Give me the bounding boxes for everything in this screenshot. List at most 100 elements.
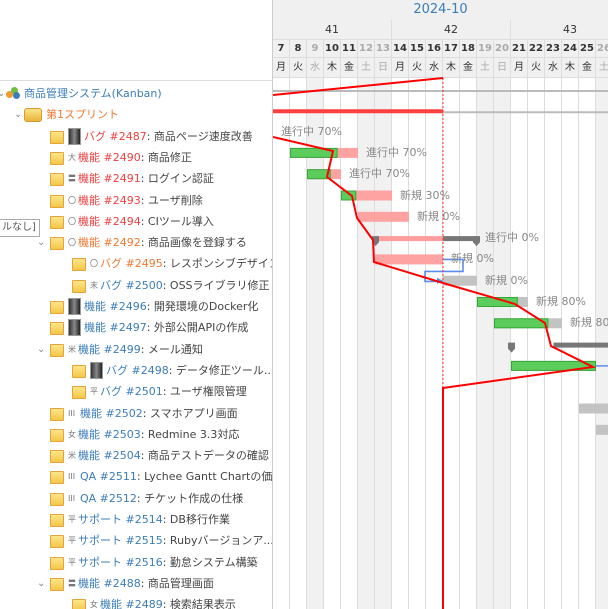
issue-link[interactable]: サポート #2516 <box>78 555 163 569</box>
issue-subject: : 外部公開APIの作成 <box>146 321 249 335</box>
issue-link[interactable]: バグ #2487 <box>84 129 147 143</box>
issue-title[interactable]: バグ #2498: データ修正ツール... <box>106 360 272 381</box>
issue-link[interactable]: サポート #2515 <box>78 534 163 548</box>
task-bar <box>579 403 608 414</box>
day-number: 26 <box>596 40 608 58</box>
issue-title[interactable]: バグ #2501: ユーザ権限管理 <box>100 381 247 402</box>
status-label: 新規 80% <box>536 295 586 308</box>
issue-row[interactable]: バグ #2487: 商品ページ速度改善 <box>0 126 272 147</box>
issue-link[interactable]: サポート #2514 <box>78 513 163 526</box>
issue-title[interactable]: 機能 #2492: 商品画像を登録する <box>78 232 247 253</box>
issue-title[interactable]: 機能 #2489: 検索結果表示 <box>100 594 236 609</box>
issue-title[interactable]: 機能 #2488: 商品管理画面 <box>78 573 214 594</box>
issue-row[interactable]: 大機能 #2490: 商品修正 <box>0 147 272 168</box>
issue-title[interactable]: 機能 #2497: 外部公開APIの作成 <box>84 317 248 338</box>
issue-title[interactable]: サポート #2514: DB移行作業 <box>78 509 230 530</box>
version-row[interactable]: ⌄ 第1スプリント <box>0 104 272 125</box>
collapse-chevron[interactable]: ⌄ <box>37 237 46 249</box>
issue-subject: : 商品管理画面 <box>140 576 214 590</box>
issue-title[interactable]: 機能 #2503: Redmine 3.3対応 <box>78 424 239 445</box>
issue-title[interactable]: QA #2512: チケット作成の仕様 <box>80 488 243 509</box>
assignee-avatar <box>68 319 81 337</box>
issue-row[interactable]: バグ #2498: データ修正ツール... <box>0 360 272 381</box>
issue-icon <box>50 194 64 208</box>
collapse-chevron[interactable]: ⌄ <box>14 109 23 121</box>
day-number: 7 <box>273 40 290 58</box>
priority-icon: 女 <box>90 600 98 609</box>
issue-title[interactable]: 機能 #2490: 商品修正 <box>78 147 192 168</box>
issue-link[interactable]: 機能 #2493 <box>78 193 141 207</box>
day-of-week: 月 <box>392 58 409 78</box>
dependency-arrow <box>424 258 464 283</box>
issue-link[interactable]: 機能 #2503 <box>78 427 141 441</box>
issue-link[interactable]: QA #2511 <box>80 470 137 484</box>
issue-row[interactable]: 機能 #2496: 開発環境のDocker化 <box>0 296 272 317</box>
issue-link[interactable]: 機能 #2494 <box>78 214 141 228</box>
issue-title[interactable]: サポート #2515: Rubyバージョンア... <box>78 530 272 551</box>
issue-title[interactable]: バグ #2495: レスポンシブデザイン <box>100 253 272 274</box>
issue-title[interactable]: QA #2511: Lychee Gantt Chartの価格 <box>80 466 272 487</box>
task-bar-done <box>307 169 331 180</box>
version-name[interactable]: 第1スプリント <box>46 108 119 122</box>
issue-row[interactable]: ⌄〇機能 #2492: 商品画像を登録する <box>0 232 272 253</box>
issue-row[interactable]: 〓機能 #2491: ログイン認証 <box>0 168 272 189</box>
issue-link[interactable]: バグ #2500 <box>100 278 163 292</box>
collapse-chevron[interactable]: ⌄ <box>37 343 46 355</box>
issue-link[interactable]: 機能 #2504 <box>78 449 141 463</box>
issue-row[interactable]: 末バグ #2500: OSSライブラリ修正 <box>0 275 272 296</box>
issue-row[interactable]: 〇バグ #2495: レスポンシブデザイン <box>0 253 272 274</box>
issue-link[interactable]: 機能 #2497 <box>84 321 147 335</box>
issue-row[interactable]: ⌄米機能 #2499: メール通知 <box>0 339 272 360</box>
issue-title[interactable]: 機能 #2494: CIツール導入 <box>78 211 214 232</box>
issue-subject: : メール通知 <box>140 342 203 356</box>
issue-link[interactable]: バグ #2498 <box>106 363 169 377</box>
issue-link[interactable]: バグ #2495 <box>100 257 163 271</box>
issue-title[interactable]: 機能 #2493: ユーザ削除 <box>78 190 203 211</box>
issue-title[interactable]: 機能 #2496: 開発環境のDocker化 <box>84 296 258 317</box>
issue-row[interactable]: 平サポート #2516: 勤怠システム構築 <box>0 552 272 573</box>
day-of-week: 土 <box>358 58 375 78</box>
issue-title[interactable]: バグ #2500: OSSライブラリ修正 <box>100 275 270 296</box>
issue-row[interactable]: 女機能 #2489: 検索結果表示 <box>0 594 272 609</box>
status-label: 新規 0% <box>451 252 494 266</box>
issue-link[interactable]: 機能 #2488 <box>78 576 141 590</box>
issue-title[interactable]: バグ #2487: 商品ページ速度改善 <box>84 126 253 147</box>
issue-row[interactable]: 機能 #2497: 外部公開APIの作成 <box>0 317 272 338</box>
issue-row[interactable]: 〇機能 #2493: ユーザ削除 <box>0 190 272 211</box>
issue-link[interactable]: バグ #2501 <box>100 385 163 399</box>
issue-title[interactable]: 機能 #2499: メール通知 <box>78 339 203 360</box>
priority-icon: 〓 <box>68 174 76 184</box>
issue-title[interactable]: 機能 #2502: スマホアプリ画面 <box>80 403 238 424</box>
issue-row[interactable]: 平サポート #2514: DB移行作業 <box>0 509 272 530</box>
issue-link[interactable]: 機能 #2499 <box>78 342 141 356</box>
issue-link[interactable]: 機能 #2490 <box>78 150 141 164</box>
issue-link[interactable]: 機能 #2496 <box>84 300 147 313</box>
issue-icon <box>72 599 86 609</box>
issue-subject: : 商品テストデータの確認 <box>140 449 269 463</box>
issue-title[interactable]: 機能 #2491: ログイン認証 <box>78 168 214 189</box>
collapse-chevron[interactable]: ⌄ <box>37 577 46 589</box>
issue-row[interactable]: 女機能 #2503: Redmine 3.3対応 <box>0 424 272 445</box>
collapse-chevron[interactable]: ⌄ <box>0 83 5 104</box>
issue-row[interactable]: 〇機能 #2494: CIツール導入 <box>0 211 272 232</box>
issue-link[interactable]: QA #2512 <box>80 491 137 505</box>
issue-row[interactable]: 平サポート #2515: Rubyバージョンア... <box>0 530 272 551</box>
issue-title[interactable]: サポート #2516: 勤怠システム構築 <box>78 552 258 573</box>
project-name[interactable]: 商品管理システム(Kanban) <box>24 87 162 100</box>
issue-row[interactable]: 米機能 #2504: 商品テストデータの確認 <box>0 445 272 466</box>
issue-link[interactable]: 機能 #2492 <box>78 236 141 250</box>
issue-link[interactable]: 機能 #2489 <box>100 598 163 609</box>
issue-row[interactable]: 平バグ #2501: ユーザ権限管理 <box>0 381 272 402</box>
issue-link[interactable]: 機能 #2491 <box>78 172 141 186</box>
assignee-avatar <box>90 361 103 379</box>
issue-row[interactable]: ⌄〓機能 #2488: 商品管理画面 <box>0 573 272 594</box>
task-bar <box>358 211 409 222</box>
issue-link[interactable]: 機能 #2502 <box>80 406 143 420</box>
issue-title[interactable]: 機能 #2504: 商品テストデータの確認 <box>78 445 269 466</box>
issue-subject: : CIツール導入 <box>140 214 214 228</box>
project-row[interactable]: ⌄ 商品管理システム(Kanban) <box>0 83 272 104</box>
